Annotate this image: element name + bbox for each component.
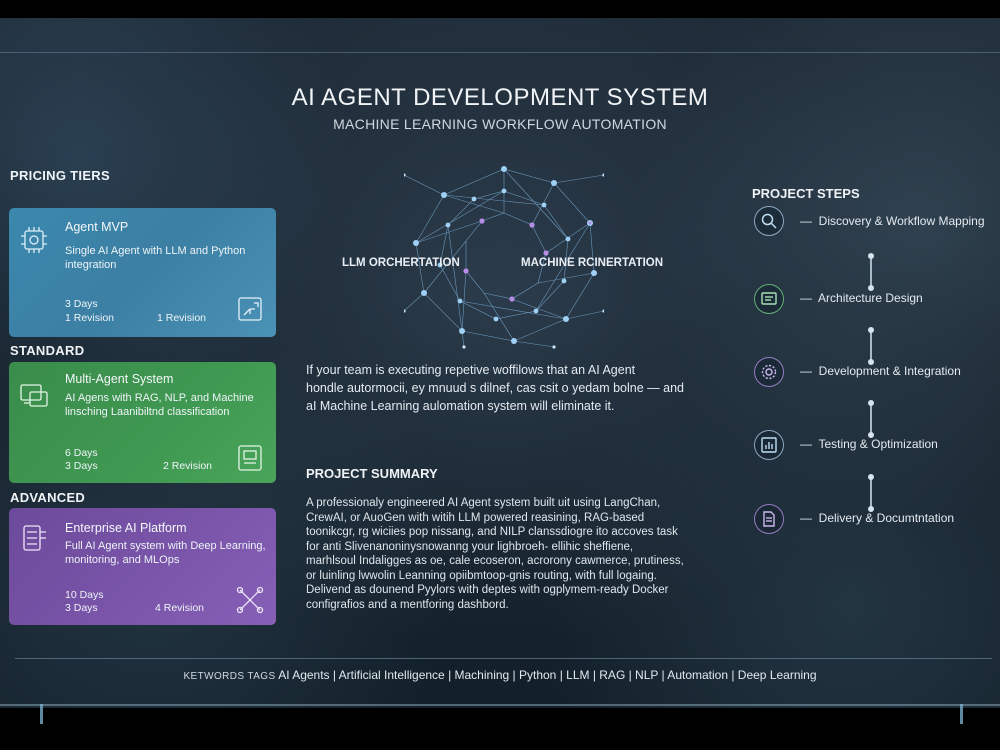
step-label: — Development & Integration <box>800 364 961 378</box>
gear-icon <box>754 357 784 387</box>
expand-icon <box>234 293 266 325</box>
step-connector <box>868 253 874 291</box>
step-dash: — <box>800 291 812 305</box>
step-dash: — <box>800 214 812 228</box>
step-3-label: Development & Integration <box>818 364 961 378</box>
tier-name: Agent MVP <box>65 220 129 234</box>
chart-icon <box>754 430 784 460</box>
document-icon <box>754 504 784 534</box>
summary-line: Delivend as dounend Pyylors with deptes … <box>306 584 669 596</box>
summary-line: configrafios and a mentforing dashbord. <box>306 598 509 611</box>
tier-days: 10 Days <box>65 589 104 601</box>
advanced-label: ADVANCED <box>10 490 86 505</box>
background: AI AGENT DEVELOPMENT SYSTEM MACHINE LEAR… <box>0 18 1000 724</box>
rail-post <box>960 704 963 724</box>
step-label: — Architecture Design <box>800 291 923 305</box>
server-icon <box>18 522 50 554</box>
tier-revisions: 1 Revision <box>65 312 115 324</box>
monitor-icon <box>18 380 50 412</box>
intro-line-1: If your team is executing repetive woffi… <box>306 363 636 377</box>
summary-line: marhlsoul Indaligges as oe, cale ecosero… <box>306 555 684 567</box>
neural-network-graphic <box>404 166 604 349</box>
step-dash: — <box>800 511 812 525</box>
rail-post <box>40 704 43 724</box>
tier-name: Enterprise AI Platform <box>65 521 187 535</box>
step-label: — Delivery & Documtntation <box>800 511 954 525</box>
keywords-list: AI Agents | Artificial Intelligence | Ma… <box>278 668 817 682</box>
pricing-card-mvp[interactable]: Agent MVP Single AI Agent with LLM and P… <box>9 208 276 337</box>
tools-icon <box>234 584 266 616</box>
tier-revisions: 2 Revision <box>163 460 213 472</box>
step-label: — Discovery & Workflow Mapping <box>800 214 985 228</box>
summary-title: PROJECT SUMMARY <box>306 466 438 481</box>
page-title: AI AGENT DEVELOPMENT SYSTEM <box>291 84 709 111</box>
intro-line-2: hondle autormocii, ey mnuud s dilnef, ca… <box>306 381 684 395</box>
step-dash: — <box>800 364 812 378</box>
panel-icon <box>234 442 266 474</box>
step-2-label: Architecture Design <box>818 291 923 305</box>
pricing-card-advanced[interactable]: Enterprise AI Platform Full AI Agent sys… <box>9 508 276 625</box>
summary-line: A professionaly engineered AI Agent syst… <box>306 497 661 509</box>
step-1-label: Discovery & Workflow Mapping <box>818 214 985 228</box>
standard-label: STANDARD <box>10 343 85 358</box>
tier-revisions: 4 Revision <box>155 602 205 614</box>
tier-description: Full AI Agent system with Deep Learning,… <box>65 540 266 566</box>
intro-line-3: aI Machine Learning aulomation system wi… <box>306 399 615 413</box>
keywords-label: KETWORDS TAGS <box>183 671 276 682</box>
tier-days-secondary: 3 Days <box>65 460 98 472</box>
tier-name: Multi-Agent System <box>65 372 174 386</box>
pricing-heading: PRICING TIERS <box>10 168 110 183</box>
step-connector <box>868 474 874 512</box>
tier-description: Single AI Agent with LLM and Python inte… <box>65 245 246 271</box>
keyword-tags: KETWORDS TAGS AI Agents | Artificial Int… <box>0 668 1000 682</box>
step-5-label: Delivery & Documtntation <box>818 511 955 525</box>
summary-line: toonikcgr, rg wiciies pop nissang, and N… <box>306 526 678 538</box>
step-4-label: Testing & Optimization <box>818 437 938 451</box>
llm-orchestration-label: LLM ORCHERTATION <box>342 257 460 269</box>
step-connector <box>868 400 874 438</box>
footer-divider <box>15 658 992 659</box>
step-connector <box>868 327 874 365</box>
summary-line: CrewAI, or AuoGen with witih LLM powered… <box>306 511 645 524</box>
tier-revisions-right: 1 Revision <box>157 312 207 324</box>
top-divider <box>0 52 1000 53</box>
step-label: — Testing & Optimization <box>800 437 938 451</box>
step-dash: — <box>800 437 812 451</box>
chip-icon <box>18 224 50 256</box>
summary-line: or luinling lwwolin Leanning opiibmtoop-… <box>306 569 657 582</box>
page-subtitle: MACHINE LEARNING WORKFLOW AUTOMATION <box>333 116 667 132</box>
machine-orchestration-label: MACHINE RCINERTATION <box>521 257 664 269</box>
tier-description: AI Agens with RAG, NLP, and Machine lins… <box>65 392 254 418</box>
search-icon <box>754 206 784 236</box>
bottom-rail <box>0 704 1000 706</box>
summary-body: A professionaly engineered AI Agent syst… <box>306 496 724 612</box>
tier-days: 6 Days <box>65 447 98 459</box>
tier-days: 3 Days <box>65 298 98 310</box>
steps-heading: PROJECT STEPS <box>752 186 860 201</box>
blueprint-icon <box>754 284 784 314</box>
pricing-card-standard[interactable]: Multi-Agent System AI Agens with RAG, NL… <box>9 362 276 483</box>
tier-days-secondary: 3 Days <box>65 602 98 614</box>
summary-line: for anti Slivenanoninysnowanng your ligh… <box>306 540 634 553</box>
